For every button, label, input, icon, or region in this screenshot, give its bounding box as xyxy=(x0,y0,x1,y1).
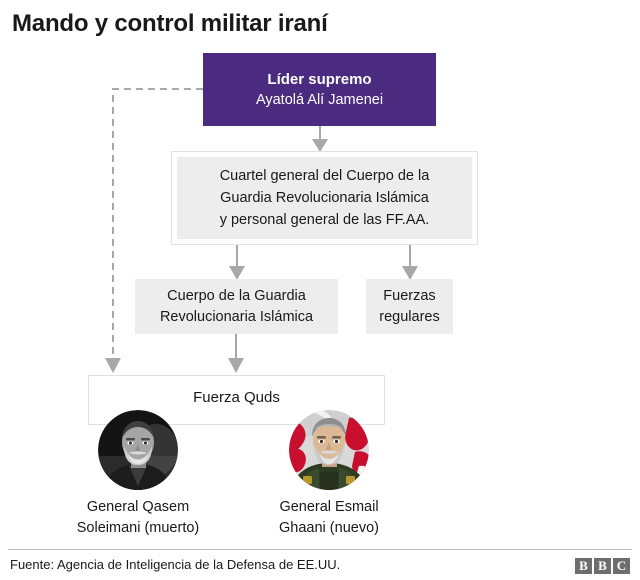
caption-esmail-ghaani: General Esmail Ghaani (nuevo) xyxy=(239,497,419,539)
regular-forces-line-1: Fuerzas xyxy=(383,287,436,304)
node-headquarters[interactable]: Cuartel general del Cuerpo de la Guardia… xyxy=(171,151,478,245)
regular-forces-line-2: regulares xyxy=(379,308,440,325)
bbc-logo-letter-3: C xyxy=(613,558,630,574)
supreme-leader-role: Líder supremo xyxy=(267,70,372,88)
arrowhead-supreme-to-hq xyxy=(312,139,328,152)
headquarters-line-1: Cuartel general del Cuerpo de la xyxy=(219,168,430,184)
caption-ghaani-line-1: General Esmail xyxy=(279,499,379,515)
node-irgc[interactable]: Cuerpo de la Guardia Revolucionaria Islá… xyxy=(135,279,338,334)
portrait-esmail-ghaani-image xyxy=(289,410,369,490)
bbc-logo: B B C xyxy=(575,558,630,574)
bbc-logo-letter-1: B xyxy=(575,558,592,574)
bbc-logo-letter-2: B xyxy=(594,558,611,574)
arrowhead-supreme-to-quds xyxy=(105,358,121,373)
headquarters-line-3: y personal general de las FF.AA. xyxy=(219,212,430,228)
footer-divider xyxy=(8,549,632,550)
portrait-qasem-soleimani xyxy=(98,410,178,490)
arrowhead-hq-to-regular-forces xyxy=(402,266,418,280)
irgc-line-1: Cuerpo de la Guardia xyxy=(167,287,306,304)
caption-ghaani-line-2: Ghaani (nuevo) xyxy=(279,520,379,536)
caption-soleimani-line-1: General Qasem xyxy=(86,499,190,515)
page-title: Mando y control militar iraní xyxy=(12,10,328,37)
source-attribution: Fuente: Agencia de Inteligencia de la De… xyxy=(10,557,341,572)
arrowhead-irgc-to-quds xyxy=(228,358,244,373)
arrowhead-hq-to-irgc xyxy=(229,266,245,280)
supreme-leader-name: Ayatolá Alí Jamenei xyxy=(255,91,384,108)
quds-force-label: Fuerza Quds xyxy=(193,389,280,406)
portrait-esmail-ghaani xyxy=(289,410,369,490)
portrait-qasem-soleimani-image xyxy=(98,410,178,490)
node-supreme-leader[interactable]: Líder supremo Ayatolá Alí Jamenei xyxy=(203,53,436,126)
caption-soleimani-line-2: Soleimani (muerto) xyxy=(76,520,200,536)
node-regular-forces[interactable]: Fuerzas regulares xyxy=(366,279,453,334)
headquarters-line-2: Guardia Revolucionaria Islámica xyxy=(220,190,429,206)
caption-qasem-soleimani: General Qasem Soleimani (muerto) xyxy=(48,497,228,539)
irgc-line-2: Revolucionaria Islámica xyxy=(159,308,314,325)
